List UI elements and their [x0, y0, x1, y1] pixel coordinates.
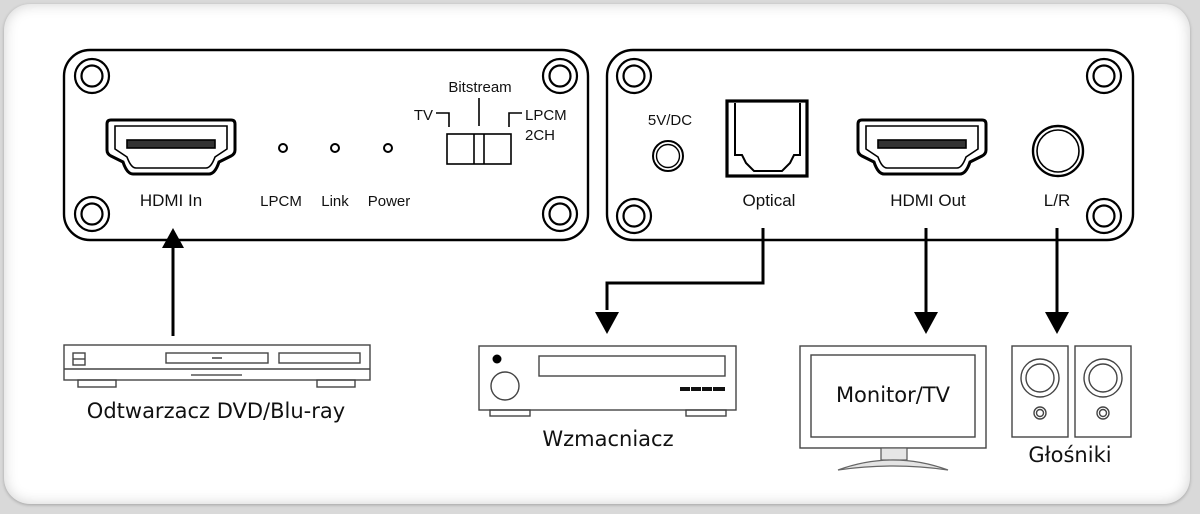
- amplifier-icon: [478, 345, 737, 417]
- transmitter-panel: HDMI In LPCM Link Power Bitstream TV LPC…: [62, 48, 590, 242]
- screw-icon: [615, 197, 653, 235]
- screw-icon: [1085, 57, 1123, 95]
- led-power-icon: [383, 143, 393, 153]
- screw-icon: [1085, 197, 1123, 235]
- speakers-label: Głośniki: [1028, 443, 1111, 467]
- audio-mode-switch[interactable]: [436, 98, 522, 165]
- led-label-lpcm: LPCM: [260, 193, 302, 210]
- monitor-icon: [799, 345, 987, 471]
- hdmi-out-label: HDMI Out: [890, 191, 966, 210]
- power-label: 5V/DC: [648, 112, 692, 129]
- receiver-panel: 5V/DC Optical HDMI Out L/R: [605, 48, 1135, 242]
- audio-jack-icon: [1031, 124, 1085, 178]
- switch-label-2ch: 2CH: [525, 127, 555, 144]
- switch-label-bitstream: Bitstream: [448, 79, 511, 96]
- optical-cable: [605, 228, 765, 310]
- amplifier-label: Wzmacniacz: [542, 427, 673, 451]
- speakers-icon: [1011, 345, 1132, 438]
- audio-label: L/R: [1044, 191, 1070, 210]
- diagram-card: [4, 4, 1190, 504]
- screw-icon: [615, 57, 653, 95]
- transmitter-panel-frame: [62, 48, 590, 242]
- receiver-panel-frame: [605, 48, 1135, 242]
- led-label-power: Power: [368, 193, 411, 210]
- arrow-down-icon: [1045, 312, 1069, 334]
- arrow-down-icon: [914, 312, 938, 334]
- switch-label-lpcm: LPCM: [525, 107, 567, 124]
- hdmi-in-port-icon: [105, 118, 237, 176]
- optical-label: Optical: [743, 191, 796, 210]
- dc-jack-icon: [652, 140, 684, 172]
- arrow-down-icon: [595, 312, 619, 334]
- led-link-icon: [330, 143, 340, 153]
- screw-icon: [73, 195, 111, 233]
- screw-icon: [73, 57, 111, 95]
- connections: [162, 228, 1069, 336]
- led-lpcm-icon: [278, 143, 288, 153]
- hdmi-in-label: HDMI In: [140, 191, 202, 210]
- screw-icon: [541, 195, 579, 233]
- screw-icon: [541, 57, 579, 95]
- hdmi-out-port-icon: [856, 118, 988, 176]
- led-label-link: Link: [321, 193, 349, 210]
- switch-label-tv: TV: [414, 107, 433, 124]
- monitor-label: Monitor/TV: [836, 383, 951, 407]
- optical-port-icon: [725, 99, 809, 178]
- dvd-player-icon: [63, 344, 371, 388]
- source-device-label: Odtwarzacz DVD/Blu-ray: [87, 399, 345, 423]
- arrow-up-icon: [162, 228, 184, 248]
